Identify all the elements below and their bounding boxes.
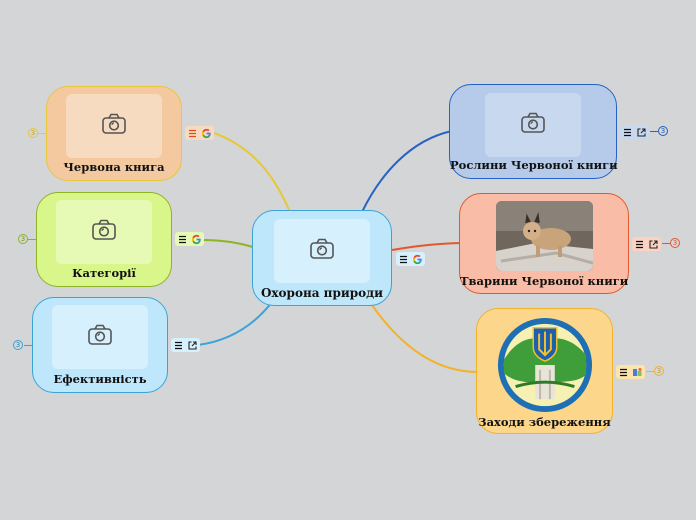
notes-icon[interactable]: [398, 254, 409, 265]
lynx-image-icon: [496, 201, 593, 271]
topic-categories[interactable]: Категорії: [36, 192, 172, 287]
camera-icon: [520, 111, 546, 139]
central-topic-icons: [396, 252, 425, 266]
topic-label: Заходи збереження: [478, 415, 611, 429]
topic-efficiency[interactable]: Ефективність: [32, 297, 168, 393]
topic-label: Ефективність: [53, 372, 147, 386]
notes-icon[interactable]: [618, 367, 629, 378]
notes-icon[interactable]: [622, 127, 633, 138]
image-placeholder: [485, 93, 581, 157]
link-red-book: [213, 132, 291, 213]
camera-icon: [309, 237, 335, 265]
camera-icon: [101, 112, 127, 140]
topic-animals[interactable]: Тварини Червоної книги: [459, 193, 629, 294]
google-icon[interactable]: [191, 234, 202, 245]
image-placeholder: [52, 305, 148, 369]
link-efficiency: [197, 301, 273, 346]
children-count-badge[interactable]: 3: [658, 126, 668, 136]
external-link-icon[interactable]: [187, 340, 198, 351]
google-icon[interactable]: [201, 128, 212, 139]
collapse-line: [24, 345, 33, 346]
collapse-line: [662, 243, 670, 244]
topic-icons: [616, 365, 645, 379]
topic-icons: [620, 125, 649, 139]
image-placeholder: [274, 219, 370, 283]
notes-icon[interactable]: [173, 340, 184, 351]
link-categories: [199, 239, 257, 249]
link-plants: [361, 130, 453, 213]
topic-measures[interactable]: Заходи збереження: [476, 308, 613, 434]
topic-label: Тварини Червоної книги: [460, 274, 629, 288]
image-placeholder: [66, 94, 162, 158]
external-link-icon[interactable]: [648, 239, 659, 250]
notes-icon[interactable]: [177, 234, 188, 245]
topic-label: Червона книга: [63, 160, 165, 174]
link-measures: [371, 304, 479, 373]
topic-label: Категорії: [72, 266, 136, 280]
topic-icons: [632, 237, 661, 251]
nature-emblem-icon: [497, 317, 593, 413]
children-count-badge[interactable]: 3: [670, 238, 680, 248]
collapse-line: [650, 131, 658, 132]
lynx-photo: [496, 201, 593, 271]
topic-plants[interactable]: Рослини Червоної книги: [449, 84, 618, 179]
children-count-badge[interactable]: 3: [28, 128, 38, 138]
central-topic[interactable]: Охорона природи: [252, 210, 392, 306]
emblem-image: [495, 315, 595, 415]
collapse-line: [38, 133, 47, 134]
topic-icons: [175, 232, 204, 246]
topic-icons: [171, 338, 200, 352]
topic-label: Рослини Червоної книги: [450, 158, 618, 172]
notes-icon[interactable]: [634, 239, 645, 250]
link-animals: [391, 242, 461, 251]
collapse-line: [28, 239, 37, 240]
camera-icon: [87, 323, 113, 351]
image-attachment-icon[interactable]: [632, 367, 643, 378]
topic-icons: [185, 126, 214, 140]
children-count-badge[interactable]: 3: [18, 234, 28, 244]
google-icon[interactable]: [412, 254, 423, 265]
collapse-line: [646, 371, 654, 372]
central-topic-label: Охорона природи: [260, 286, 384, 300]
children-count-badge[interactable]: 3: [654, 366, 664, 376]
external-link-icon[interactable]: [636, 127, 647, 138]
image-placeholder: [56, 200, 152, 264]
topic-red-book[interactable]: Червона книга: [46, 86, 182, 181]
camera-icon: [91, 218, 117, 246]
notes-icon[interactable]: [187, 128, 198, 139]
children-count-badge[interactable]: 3: [13, 340, 23, 350]
